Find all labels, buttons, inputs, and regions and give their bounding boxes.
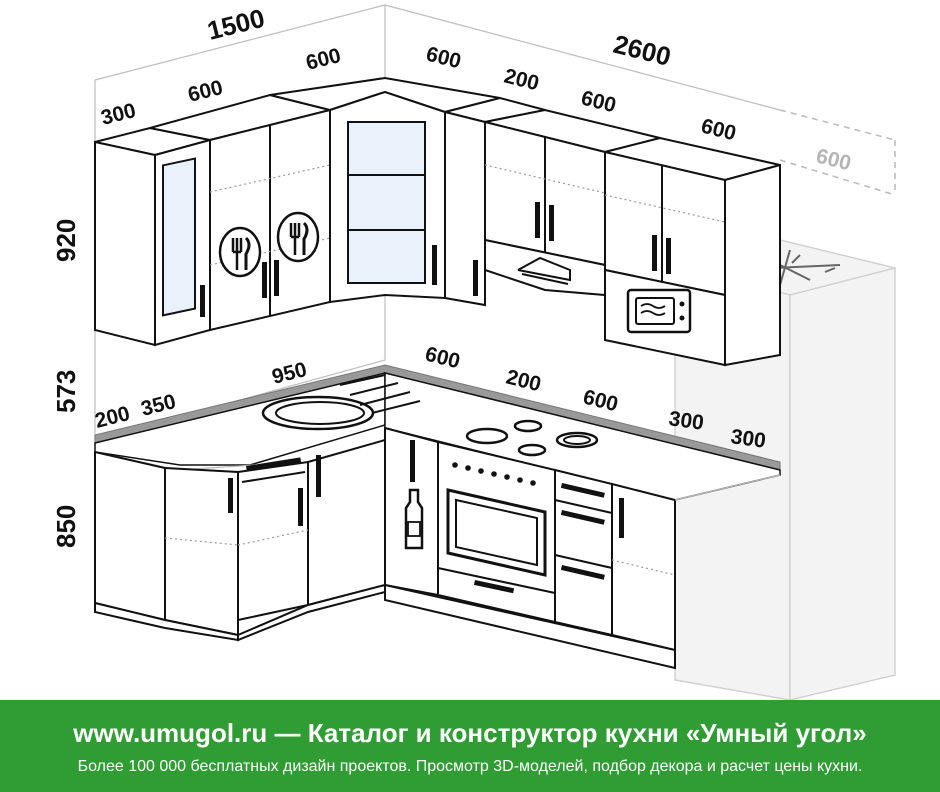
door-handle (316, 455, 321, 497)
dim-wall-600b: 600 (304, 44, 344, 75)
footer-title: www.umugol.ru — Каталог и конструктор ку… (73, 718, 867, 748)
right-wall-cabinets (444, 96, 781, 367)
dim-base-300a: 300 (667, 407, 705, 435)
dim-base-600a: 600 (423, 343, 463, 374)
door-handle (535, 202, 540, 238)
dim-base-200b: 200 (504, 366, 544, 397)
corner-wall-cabinet (269, 76, 501, 304)
sink-icon (261, 374, 421, 431)
door-handle (274, 260, 279, 296)
dim-base-600b: 600 (581, 386, 621, 417)
microwave-icon (604, 268, 726, 367)
door-handle (200, 285, 205, 317)
dim-wall-300: 300 (99, 99, 139, 130)
cutlery-icon (276, 211, 320, 263)
dim-height-920: 920 (51, 219, 81, 262)
door-handle (666, 238, 671, 274)
oven-icon (437, 462, 556, 594)
door-handle (473, 260, 478, 296)
drawer-handle (560, 509, 605, 525)
dim-wall-corner-600: 600 (424, 43, 464, 74)
kitchen-drawing: 1500 2600 300 600 600 600 200 600 600 60… (51, 3, 896, 700)
glass-door (162, 157, 196, 317)
dim-wall-200: 200 (502, 65, 542, 96)
door-handle (619, 498, 624, 538)
door-handle (262, 262, 267, 298)
drawer-handle (560, 482, 605, 498)
door-handle (432, 245, 437, 285)
left-wall-cabinets (94, 93, 331, 347)
dim-wall-600a: 600 (186, 76, 226, 107)
cutlery-icon (218, 226, 262, 278)
footer-subtitle: Более 100 000 бесплатных дизайн проектов… (77, 758, 863, 775)
door-handle (549, 205, 554, 241)
dim-wall-600d: 600 (699, 115, 739, 146)
hob-icon (465, 419, 599, 457)
footer-banner: www.umugol.ru — Каталог и конструктор ку… (0, 700, 940, 792)
drawer-handle (560, 565, 605, 580)
door-handle (298, 488, 303, 526)
right-base-cabinets (384, 426, 781, 670)
dim-base-300b: 300 (729, 425, 767, 453)
dim-total-right: 2600 (611, 29, 674, 72)
glass-door (347, 121, 426, 284)
dim-wall-600c: 600 (579, 87, 619, 118)
bottle-icon (404, 440, 424, 550)
door-handle (228, 478, 233, 513)
dim-height-573: 573 (51, 370, 81, 413)
dimension-labels: 1500 2600 300 600 600 600 200 600 600 60… (51, 3, 853, 548)
door-handle (652, 235, 657, 271)
dim-fridge-600: 600 (814, 145, 854, 176)
range-hood-icon (484, 238, 606, 297)
dim-height-850: 850 (51, 505, 81, 548)
dim-total-left: 1500 (204, 3, 267, 46)
left-base-cabinets (94, 438, 386, 642)
drawer-handle (246, 457, 302, 471)
